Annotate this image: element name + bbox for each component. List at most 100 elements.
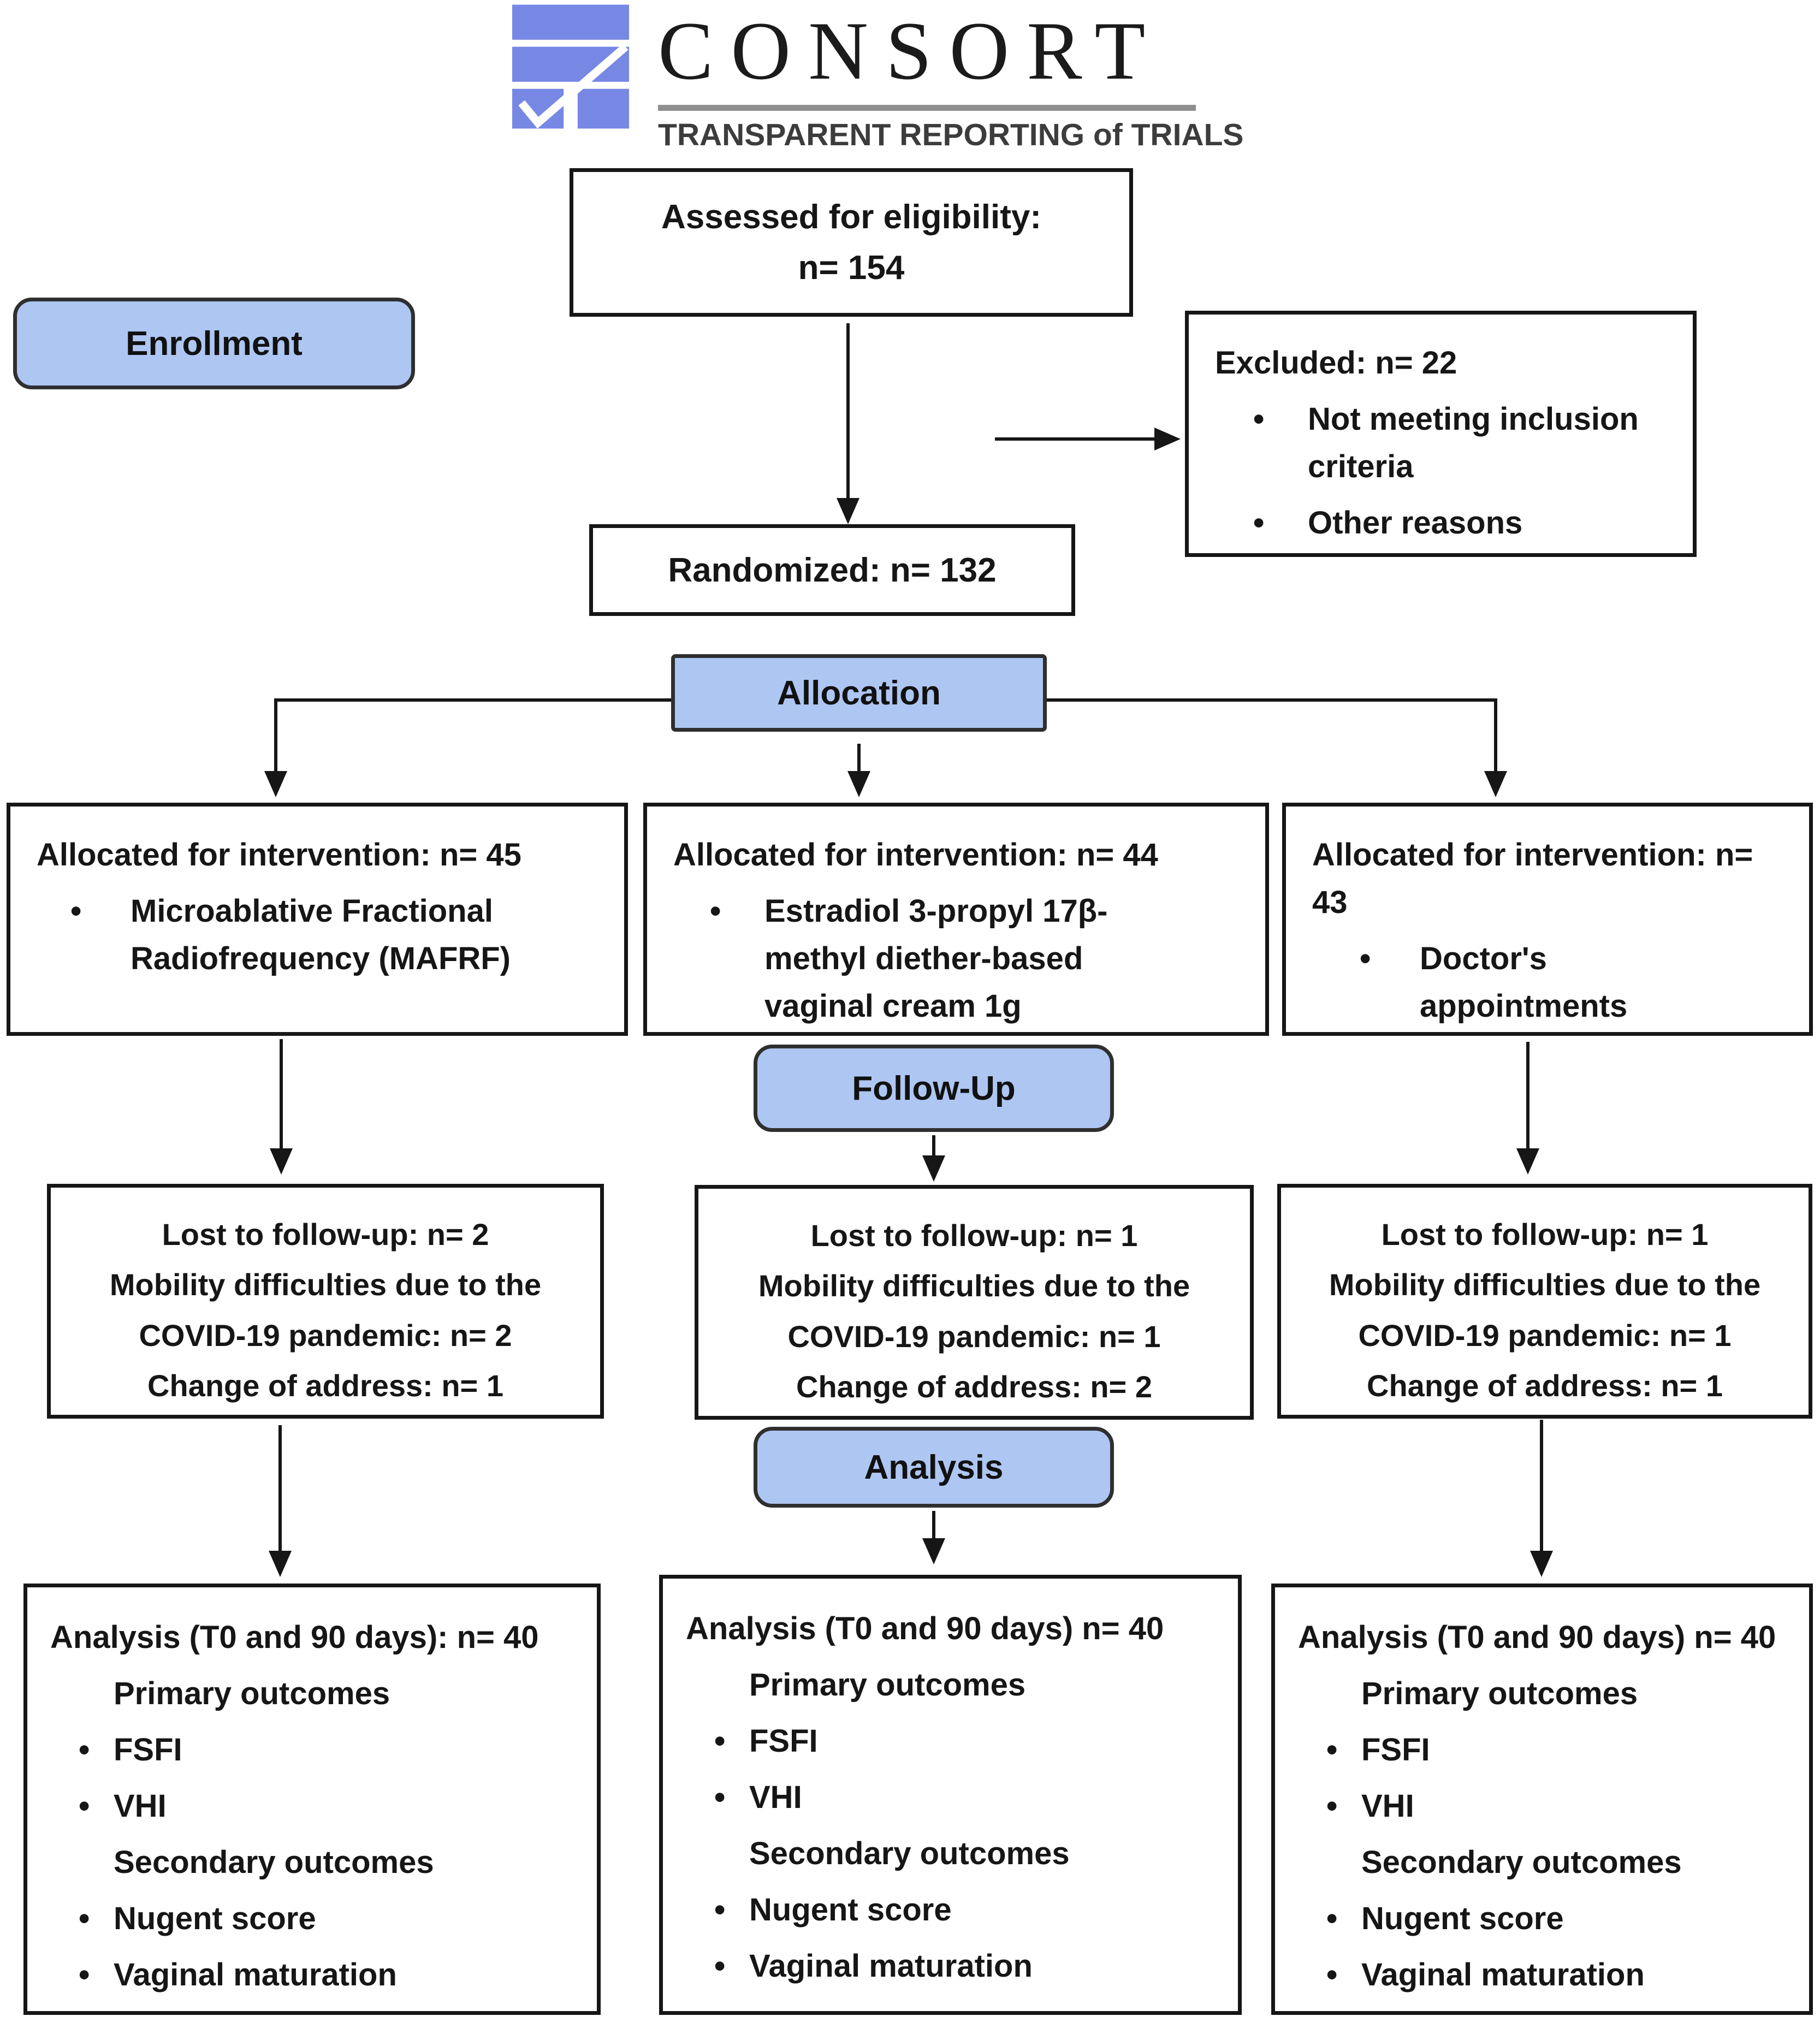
analysis-bullet-text: Nugent score xyxy=(1361,1901,1564,1936)
arrow-branch-left-head xyxy=(264,771,287,797)
arrow-analysis-label-shaft xyxy=(932,1511,935,1539)
analysis-bullet: • VHI xyxy=(686,1774,1222,1821)
analysis-bullet-text: Vaginal maturation xyxy=(749,1948,1033,1984)
analysis-bullet: • VHI xyxy=(1298,1782,1793,1830)
followup-line: Change of address: n= 2 xyxy=(796,1369,1152,1404)
analysis-bullet: • FSFI xyxy=(686,1717,1222,1765)
analysis-bullet: • Nugent score xyxy=(1298,1895,1793,1942)
analysis-bullet: • Nugent score xyxy=(686,1886,1222,1934)
followup-line: COVID-19 pandemic: n= 1 xyxy=(1358,1318,1732,1353)
analysis-bullet: • Vaginal maturation xyxy=(50,1951,580,1999)
bullet-dot-icon: • xyxy=(714,1780,726,1815)
followup-box-estradiol: Lost to follow-up: n= 1 Mobility difficu… xyxy=(695,1185,1254,1420)
bullet-dot-icon: • xyxy=(1253,401,1265,437)
followup-line: Lost to follow-up: n= 2 xyxy=(162,1217,489,1252)
logo-divider xyxy=(658,105,1196,111)
excluded-bullet-2-text: Other reasons xyxy=(1308,505,1523,541)
arrow-analysis-label-head xyxy=(922,1538,945,1564)
excluded-box: Excluded: n= 22 • Not meeting inclusion … xyxy=(1185,311,1697,557)
stage-label-enrollment-text: Enrollment xyxy=(126,324,303,363)
allocation-box-mafrf-bullet: • Microablative Fractional Radiofrequenc… xyxy=(10,887,624,982)
consort-checkmark-grid-icon xyxy=(512,4,629,129)
bullet-dot-icon: • xyxy=(1360,941,1371,976)
stage-label-allocation: Allocation xyxy=(671,654,1047,732)
stage-label-analysis: Analysis xyxy=(754,1427,1114,1508)
allocation-box-estradiol: Allocated for intervention: n= 44 • Estr… xyxy=(643,803,1269,1036)
analysis-box-mafrf: Analysis (T0 and 90 days): n= 40 Primary… xyxy=(23,1584,601,2015)
analysis-bullet-text: VHI xyxy=(749,1780,802,1815)
arrow-followup-label-head xyxy=(922,1155,945,1182)
bullet-dot-icon: • xyxy=(1326,1788,1338,1824)
analysis-bullet-text: Vaginal maturation xyxy=(1361,1957,1645,1993)
bullet-dot-icon: • xyxy=(1326,1901,1338,1936)
followup-line: COVID-19 pandemic: n= 2 xyxy=(139,1318,512,1353)
logo-subtitle: TRANSPARENT REPORTING of TRIALS xyxy=(658,117,1244,152)
allocation-box-mafrf: Allocated for intervention: n= 45 • Micr… xyxy=(7,803,628,1036)
primary-outcomes-heading: Primary outcomes xyxy=(749,1667,1026,1703)
stage-label-enrollment: Enrollment xyxy=(13,298,415,389)
bullet-dot-icon: • xyxy=(79,1732,90,1768)
allocation-box-estradiol-bullet: • Estradiol 3-propyl 17β-methyl diether-… xyxy=(647,887,1265,1030)
stage-label-follow-up-text: Follow-Up xyxy=(852,1069,1016,1107)
secondary-outcomes-heading: Secondary outcomes xyxy=(1361,1845,1682,1880)
analysis-bullet-text: Vaginal maturation xyxy=(114,1957,397,1993)
randomized-text: Randomized: n= 132 xyxy=(668,551,997,589)
bullet-dot-icon: • xyxy=(1326,1732,1338,1768)
bullet-dot-icon: • xyxy=(79,1957,90,1993)
excluded-bullet-1: • Not meeting inclusion criteria xyxy=(1189,395,1693,490)
followup-box-mafrf: Lost to follow-up: n= 2 Mobility difficu… xyxy=(47,1184,604,1419)
allocation-box-estradiol-bullet-text: Estradiol 3-propyl 17β-methyl diether-ba… xyxy=(764,893,1108,1024)
followup-line: Change of address: n= 1 xyxy=(147,1368,503,1403)
followup-line: COVID-19 pandemic: n= 1 xyxy=(787,1319,1161,1354)
secondary-outcomes-heading: Secondary outcomes xyxy=(749,1836,1070,1871)
analysis-box-estradiol: Analysis (T0 and 90 days) n= 40 Primary … xyxy=(659,1575,1242,2015)
analysis-bullet-text: FSFI xyxy=(114,1732,182,1768)
followup-line: Mobility difficulties due to the xyxy=(1329,1267,1761,1302)
bullet-dot-icon: • xyxy=(714,1892,726,1928)
analysis-bullet-text: FSFI xyxy=(1361,1732,1430,1768)
secondary-outcomes-heading: Secondary outcomes xyxy=(114,1845,434,1880)
allocation-box-mafrf-bullet-text: Microablative Fractional Radiofrequency … xyxy=(131,893,511,976)
arrow-right-alloc-to-followup-head xyxy=(1516,1148,1539,1175)
analysis-title: Analysis (T0 and 90 days): n= 40 xyxy=(50,1620,539,1655)
bullet-dot-icon: • xyxy=(714,1948,726,1984)
analysis-bullet-text: Nugent score xyxy=(749,1892,952,1928)
arrow-assessed-to-randomized-head xyxy=(837,498,859,524)
arrow-branch-middle-head xyxy=(847,771,870,797)
bullet-dot-icon: • xyxy=(1253,505,1265,541)
arrow-right-alloc-to-followup-shaft xyxy=(1526,1042,1529,1149)
arrow-branch-left-shaft xyxy=(274,698,277,773)
primary-outcomes-heading: Primary outcomes xyxy=(1361,1676,1638,1711)
analysis-bullet: • Nugent score xyxy=(50,1895,580,1942)
followup-line: Change of address: n= 1 xyxy=(1367,1368,1723,1403)
arrow-left-alloc-to-followup-head xyxy=(270,1148,293,1175)
followup-line: Lost to follow-up: n= 1 xyxy=(810,1218,1138,1253)
analysis-bullet-text: FSFI xyxy=(749,1723,818,1759)
arrow-branch-right-head xyxy=(1484,771,1507,797)
bullet-dot-icon: • xyxy=(70,893,82,929)
allocation-box-estradiol-title: Allocated for intervention: n= 44 xyxy=(673,837,1158,873)
followup-line: Mobility difficulties due to the xyxy=(109,1267,542,1302)
arrow-followup-label-shaft xyxy=(932,1135,935,1157)
arrow-left-alloc-to-followup-shaft xyxy=(280,1039,283,1149)
analysis-bullet-text: VHI xyxy=(114,1788,167,1824)
bullet-dot-icon: • xyxy=(1326,1957,1338,1993)
analysis-bullet: • VHI xyxy=(50,1782,580,1830)
arrow-left-followup-to-analysis-shaft xyxy=(278,1425,282,1552)
analysis-bullet-text: Nugent score xyxy=(114,1901,316,1936)
allocation-box-mafrf-title: Allocated for intervention: n= 45 xyxy=(37,837,521,873)
arrow-right-followup-to-analysis-head xyxy=(1530,1551,1553,1577)
bullet-dot-icon: • xyxy=(79,1788,90,1824)
assessed-count: n= 154 xyxy=(798,249,905,287)
analysis-bullet-text: VHI xyxy=(1361,1788,1414,1824)
analysis-bullet: • Vaginal maturation xyxy=(686,1942,1222,1990)
assessed-for-eligibility-box: Assessed for eligibility: n= 154 xyxy=(570,168,1133,317)
arrow-branch-right-shaft xyxy=(1494,698,1497,773)
followup-line: Lost to follow-up: n= 1 xyxy=(1381,1217,1709,1252)
followup-line: Mobility difficulties due to the xyxy=(758,1268,1190,1303)
analysis-bullet: • Vaginal maturation xyxy=(1298,1951,1793,1999)
allocation-box-appointments-bullet: • Doctor's appointments xyxy=(1286,935,1809,1030)
analysis-bullet: • FSFI xyxy=(50,1726,580,1774)
stage-label-analysis-text: Analysis xyxy=(864,1448,1004,1486)
